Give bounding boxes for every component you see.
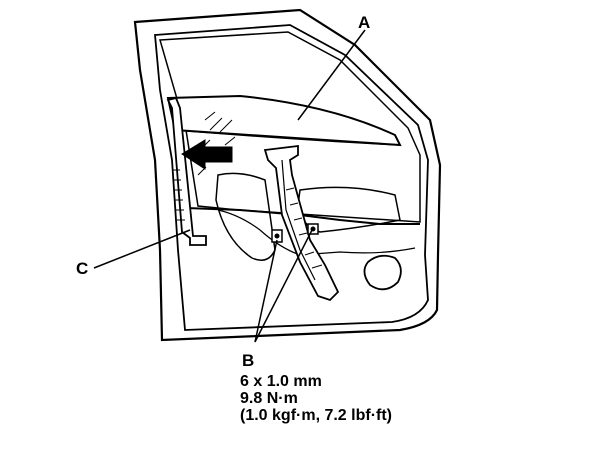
regulator-rail: [263, 144, 340, 302]
spec-torque-nm: 9.8 N·m: [240, 390, 298, 407]
direction-arrow: [181, 139, 233, 170]
speaker-hole: [363, 254, 402, 291]
glass-lower-edge: [174, 129, 401, 146]
belt-line: [185, 207, 420, 225]
torque-spec: 6 x 1.0 mm 9.8 N·m (1.0 kgf·m, 7.2 lbf·f…: [240, 373, 392, 424]
label-c: C: [76, 259, 89, 278]
spec-bolt-size: 6 x 1.0 mm: [240, 373, 322, 390]
regulator-rail-inner: [281, 159, 316, 281]
spec-torque-alt: (1.0 kgf·m, 7.2 lbf·ft): [240, 407, 393, 424]
label-a: A: [358, 13, 371, 32]
regulator-rail-ribs: [285, 187, 323, 269]
label-b: B: [242, 351, 255, 370]
rear-channel: [166, 96, 207, 246]
access-hole-left: [215, 172, 276, 261]
door-outer-panel: [133, 8, 442, 342]
inner-panel-contour: [217, 209, 416, 256]
door-inner-edge: [154, 24, 429, 331]
leader-b-upper: [254, 229, 313, 343]
rear-channel-ribs: [172, 169, 185, 221]
bolt-upper: [307, 223, 319, 235]
leader-c: [93, 229, 191, 269]
leader-b-lower: [254, 239, 278, 343]
window-frame: [159, 31, 421, 223]
leader-a: [297, 29, 366, 121]
window-glass: [166, 94, 402, 147]
